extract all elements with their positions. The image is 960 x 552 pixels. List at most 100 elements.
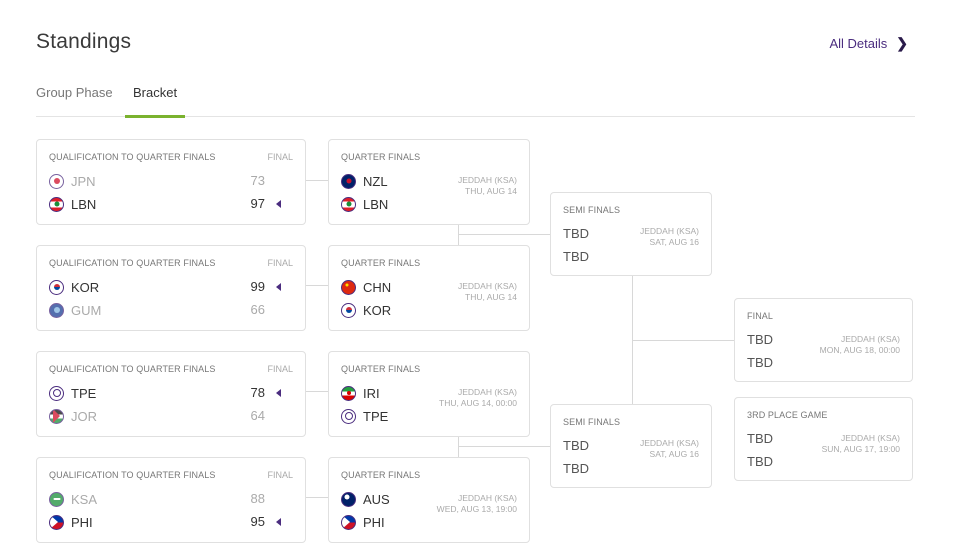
philippines-flag-icon xyxy=(341,514,356,530)
all-details-label: All Details xyxy=(829,36,888,51)
qualification-card[interactable]: QUALIFICATION TO QUARTER FINALS FINAL KO… xyxy=(36,245,306,331)
team-name: PHI xyxy=(363,514,385,530)
match-date: SAT, AUG 16 xyxy=(649,449,699,459)
team-name: TBD xyxy=(563,249,589,264)
card-header: QUARTER FINALS xyxy=(341,364,421,374)
tab-bar: Group Phase Bracket xyxy=(36,85,915,118)
card-header: QUARTER FINALS xyxy=(341,470,421,480)
match-venue: JEDDAH (KSA)SUN, AUG 17, 19:00 xyxy=(821,433,900,454)
page-title: Standings xyxy=(36,30,132,53)
team-score: 97 xyxy=(250,196,265,211)
team-score: 99 xyxy=(250,279,265,294)
connector-line xyxy=(306,180,328,181)
team-row: KOR xyxy=(341,302,391,318)
australia-flag-icon xyxy=(341,491,356,507)
card-status: FINAL xyxy=(267,364,293,374)
qualification-card[interactable]: QUALIFICATION TO QUARTER FINALS FINAL KS… xyxy=(36,457,306,543)
team-name: AUS xyxy=(363,491,390,507)
team-score: 64 xyxy=(250,408,265,423)
guam-flag-icon xyxy=(49,302,64,318)
card-header: SEMI FINALS xyxy=(563,417,621,427)
tab-group-phase[interactable]: Group Phase xyxy=(36,85,113,100)
japan-flag-icon xyxy=(49,173,64,189)
quarter-final-card[interactable]: QUARTER FINALS JEDDAH (KSA)THU, AUG 14, … xyxy=(328,351,530,437)
card-header: QUALIFICATION TO QUARTER FINALS xyxy=(49,258,216,268)
chinese-taipei-flag-icon xyxy=(341,408,356,424)
team-row: LBN xyxy=(341,196,388,212)
tab-bracket[interactable]: Bracket xyxy=(124,85,186,118)
team-name: TBD xyxy=(563,226,589,241)
team-row: GUM xyxy=(49,302,101,318)
semi-final-card[interactable]: SEMI FINALS JEDDAH (KSA)SAT, AUG 16 TBD … xyxy=(550,192,712,276)
team-name: TPE xyxy=(71,385,97,401)
jordan-flag-icon xyxy=(49,408,64,424)
match-venue: JEDDAH (KSA)THU, AUG 14 xyxy=(457,175,517,196)
team-row: KOR xyxy=(49,279,99,295)
card-header: FINAL xyxy=(747,311,774,321)
team-row: JOR xyxy=(49,408,97,424)
team-name: TBD xyxy=(747,332,773,347)
team-name: TPE xyxy=(363,408,389,424)
semi-final-card[interactable]: SEMI FINALS JEDDAH (KSA)SAT, AUG 16 TBD … xyxy=(550,404,712,488)
china-flag-icon xyxy=(341,279,356,295)
all-details-link[interactable]: All Details ❯ xyxy=(829,35,908,52)
final-card[interactable]: FINAL JEDDAH (KSA)MON, AUG 18, 00:00 TBD… xyxy=(734,298,913,382)
team-score: 88 xyxy=(250,491,265,506)
qualification-card[interactable]: QUALIFICATION TO QUARTER FINALS FINAL JP… xyxy=(36,139,306,225)
team-row: NZL xyxy=(341,173,388,189)
iran-flag-icon xyxy=(341,385,356,401)
korea-flag-icon xyxy=(49,279,64,295)
card-status: FINAL xyxy=(267,470,293,480)
qualification-card[interactable]: QUALIFICATION TO QUARTER FINALS FINAL TP… xyxy=(36,351,306,437)
chinese-taipei-flag-icon xyxy=(49,385,64,401)
lebanon-flag-icon xyxy=(341,196,356,212)
team-row: CHN xyxy=(341,279,391,295)
team-name: IRI xyxy=(363,385,380,401)
card-header: QUALIFICATION TO QUARTER FINALS xyxy=(49,152,216,162)
match-venue: JEDDAH (KSA)SAT, AUG 16 xyxy=(639,438,699,459)
team-name: TBD xyxy=(747,355,773,370)
team-score: 73 xyxy=(250,173,265,188)
winner-arrow-icon xyxy=(276,518,281,526)
winner-arrow-icon xyxy=(276,200,281,208)
team-row: PHI xyxy=(341,514,385,530)
team-row: LBN xyxy=(49,196,96,212)
card-status: FINAL xyxy=(267,258,293,268)
team-name: JOR xyxy=(71,408,97,424)
card-header: QUALIFICATION TO QUARTER FINALS xyxy=(49,470,216,480)
match-date: SAT, AUG 16 xyxy=(649,237,699,247)
team-score: 78 xyxy=(250,385,265,400)
match-venue: JEDDAH (KSA)MON, AUG 18, 00:00 xyxy=(819,334,900,355)
card-header: QUALIFICATION TO QUARTER FINALS xyxy=(49,364,216,374)
third-place-card[interactable]: 3RD PLACE GAME JEDDAH (KSA)SUN, AUG 17, … xyxy=(734,397,913,481)
connector-line xyxy=(306,497,328,498)
card-header: QUARTER FINALS xyxy=(341,152,421,162)
korea-flag-icon xyxy=(341,302,356,318)
card-header: SEMI FINALS xyxy=(563,205,621,215)
connector-line xyxy=(306,285,328,286)
team-name: TBD xyxy=(747,431,773,446)
philippines-flag-icon xyxy=(49,514,64,530)
team-row: TPE xyxy=(341,408,388,424)
new-zealand-flag-icon xyxy=(341,173,356,189)
match-venue: JEDDAH (KSA)SAT, AUG 16 xyxy=(639,226,699,247)
quarter-final-card[interactable]: QUARTER FINALS JEDDAH (KSA)THU, AUG 14 N… xyxy=(328,139,530,225)
team-name: LBN xyxy=(363,196,389,212)
match-venue: JEDDAH (KSA)THU, AUG 14, 00:00 xyxy=(439,387,517,408)
quarter-final-card[interactable]: QUARTER FINALS JEDDAH (KSA)THU, AUG 14 C… xyxy=(328,245,530,331)
connector-line xyxy=(306,391,328,392)
team-name: TBD xyxy=(563,438,589,453)
team-row: KSA xyxy=(49,491,97,507)
team-name: TBD xyxy=(747,454,773,469)
team-row: PHI xyxy=(49,514,93,530)
quarter-final-card[interactable]: QUARTER FINALS JEDDAH (KSA)WED, AUG 13, … xyxy=(328,457,530,543)
match-venue: JEDDAH (KSA)THU, AUG 14 xyxy=(457,281,517,302)
winner-arrow-icon xyxy=(276,389,281,397)
team-row: JPN xyxy=(49,173,96,189)
match-date: THU, AUG 14, 00:00 xyxy=(439,398,517,408)
team-name: LBN xyxy=(71,196,97,212)
team-name: GUM xyxy=(71,302,102,318)
card-header: 3RD PLACE GAME xyxy=(747,410,828,420)
team-row: TPE xyxy=(49,385,96,401)
team-name: CHN xyxy=(363,279,392,295)
